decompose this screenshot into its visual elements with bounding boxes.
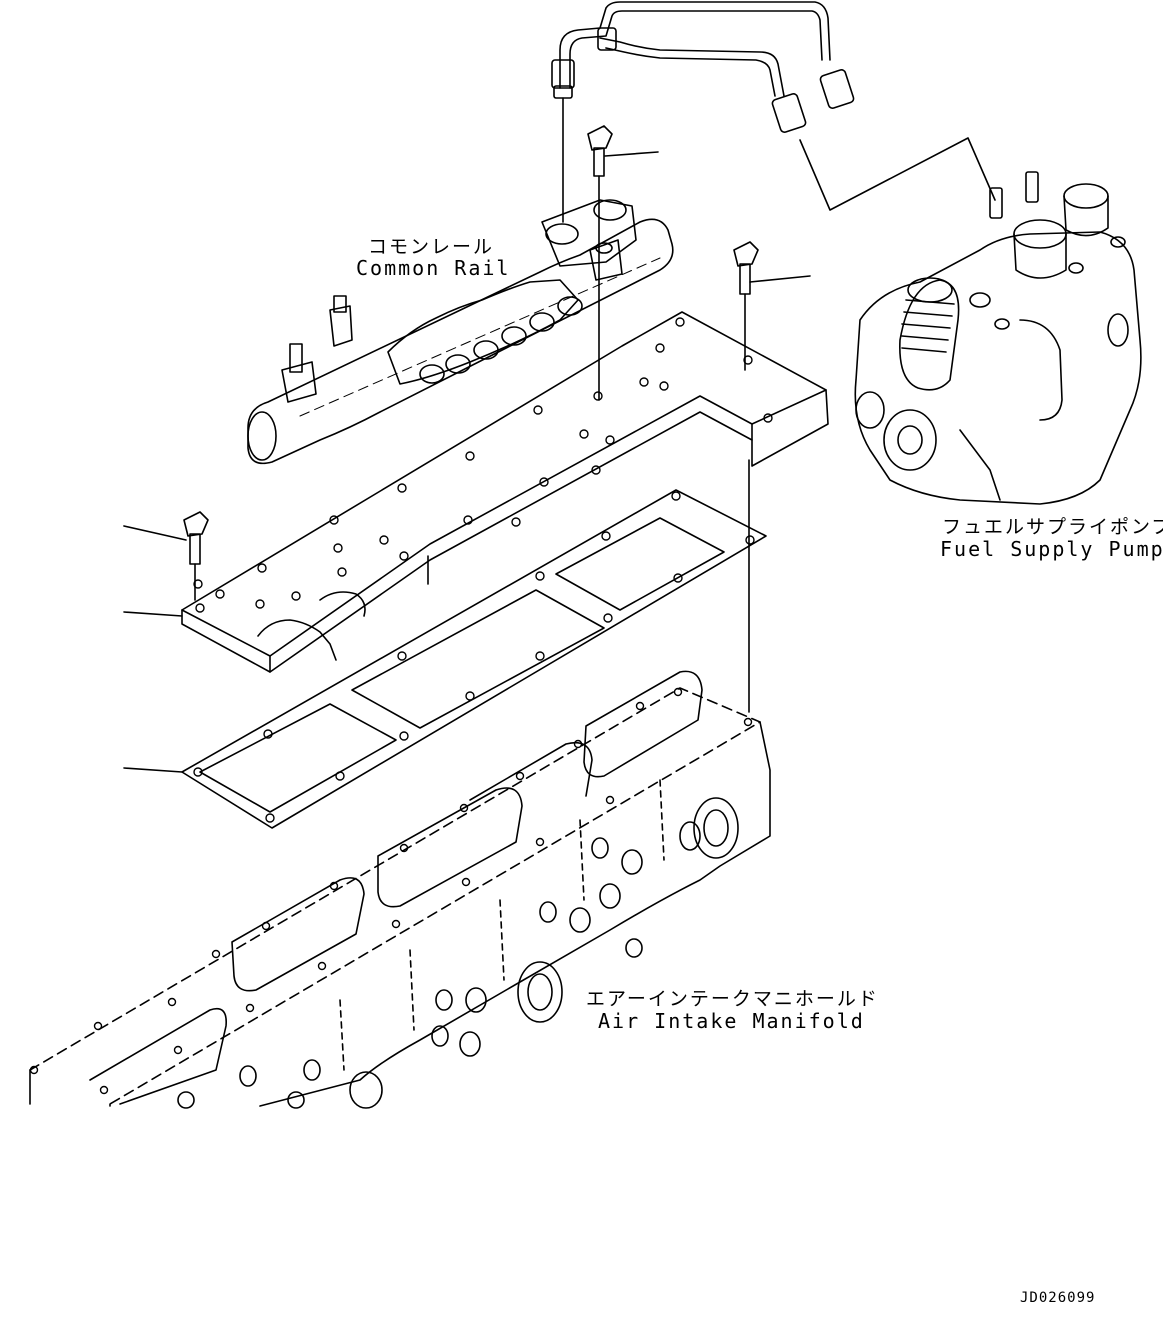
gasket xyxy=(124,490,766,828)
air-intake-manifold-label-en: Air Intake Manifold xyxy=(598,1009,865,1033)
fuel-supply-pump xyxy=(855,172,1141,504)
common-rail-label-en: Common Rail xyxy=(356,256,511,280)
drawing-number: JD026099 xyxy=(1020,1290,1096,1306)
common-rail-label-jp: コモンレール xyxy=(368,236,495,258)
fuel-supply-pump-label-jp: フュエルサプライポンプ xyxy=(942,516,1163,538)
air-intake-manifold-label-jp: エアーインテークマニホールド xyxy=(586,988,879,1010)
fuel-injection-pipes xyxy=(552,2,995,210)
manifold-cover xyxy=(124,312,828,672)
fuel-supply-pump-label-en: Fuel Supply Pump xyxy=(940,537,1163,561)
bolt-left xyxy=(124,512,208,600)
bolt-top xyxy=(588,126,658,400)
air-intake-manifold xyxy=(30,671,770,1108)
common-rail xyxy=(248,200,673,463)
bolt-right xyxy=(734,242,810,370)
